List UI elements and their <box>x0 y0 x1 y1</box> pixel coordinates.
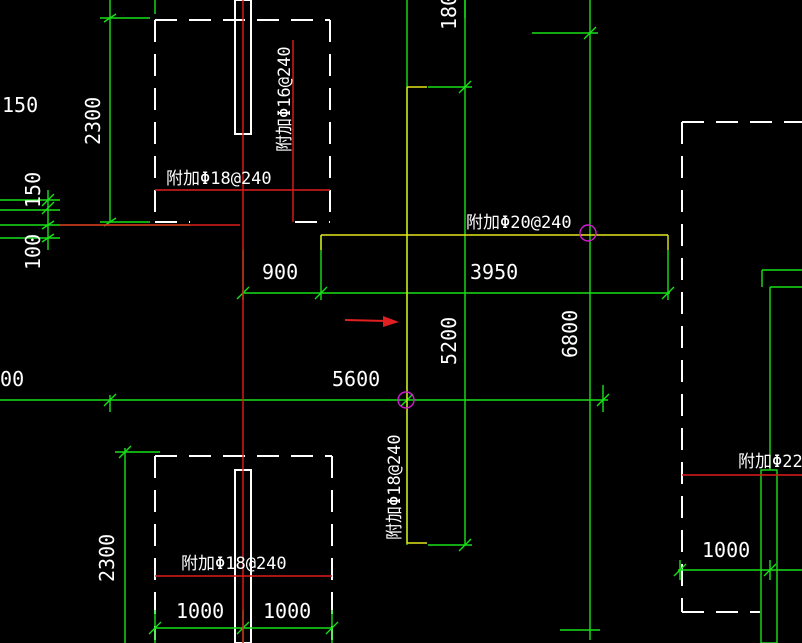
dim-150-mid: 150 <box>21 172 45 208</box>
dim-2300-top: 2300 <box>81 97 105 145</box>
dim-150-left: 150 <box>2 93 38 117</box>
rebar-label-center-vertical: 附加Φ18@240 <box>385 434 405 540</box>
arrow-right-icon[interactable] <box>344 316 399 327</box>
circle-marker-icon[interactable] <box>579 224 597 242</box>
rebar-label-bottom-left: 附加Φ18@240 <box>181 554 287 574</box>
dim-400-left: 400 <box>0 367 24 391</box>
dim-3950: 3950 <box>470 260 518 284</box>
dim-1800-top: 180 <box>437 0 461 30</box>
dim-1000-a: 1000 <box>176 599 224 623</box>
dim-5600: 5600 <box>332 367 380 391</box>
dim-2300-bottom: 2300 <box>95 534 119 582</box>
circle-marker-icon[interactable] <box>397 391 415 409</box>
highlight-rebar <box>320 86 669 544</box>
dim-100: 100 <box>21 234 45 270</box>
dim-1000-b: 1000 <box>263 599 311 623</box>
dim-6800: 6800 <box>558 310 582 358</box>
rebar-label-right: 附加Φ22@240 <box>738 452 802 472</box>
rebar-label-top-vertical: 附加Φ16@240 <box>275 46 295 152</box>
dim-900: 900 <box>262 260 298 284</box>
rebar-label-top-left: 附加Φ18@240 <box>166 169 272 189</box>
dim-1000-right: 1000 <box>702 538 750 562</box>
rebar-label-center: 附加Φ20@240 <box>466 213 572 233</box>
dim-5200: 5200 <box>437 317 461 365</box>
rebar-lines <box>60 0 802 643</box>
